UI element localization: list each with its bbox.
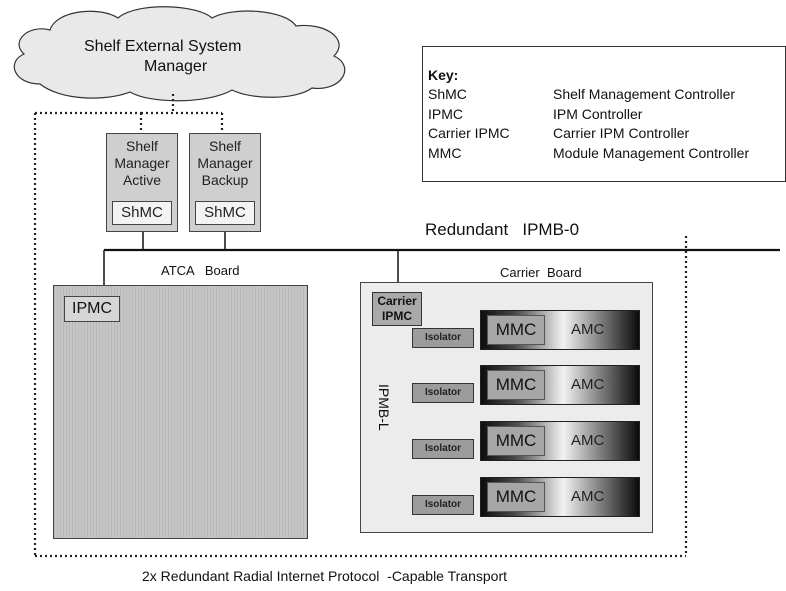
key-desc: Carrier IPM Controller [553,125,690,141]
ipmbl-label: IPMB-L [376,384,392,431]
shelf-manager-backup: Shelf Manager Backup ShMC [189,133,261,232]
amc-label: AMC [571,488,605,505]
amc-label: AMC [571,432,605,449]
amc-module: MMC AMC [480,421,640,461]
ipmc-box: IPMC [64,296,120,322]
isolator-box: Isolator [412,383,474,403]
carrier-ipmc-line2: IPMC [382,309,412,323]
shelf-manager-line2: Manager [114,155,170,171]
shelf-manager-line2: Manager [197,155,253,171]
amc-module: MMC AMC [480,310,640,350]
cloud-label-line1: Shelf External System [84,38,242,55]
amc-module: MMC AMC [480,477,640,517]
mmc-box: MMC [487,482,545,512]
cloud-shape [13,6,346,102]
amc-label: AMC [571,321,605,338]
cloud-label-line2: Manager [144,58,208,75]
key-abbr: Carrier IPMC [428,125,510,141]
ipmb0-label: Redundant IPMB-0 [425,220,580,239]
isolator-box: Isolator [412,328,474,348]
carrier-ipmc-box: Carrier IPMC [372,292,422,326]
key-title: Key: [428,67,459,83]
isolator-box: Isolator [412,439,474,459]
shmc-box: ShMC [112,201,172,225]
transport-label: 2x Redundant Radial Internet Protocol -C… [142,568,507,584]
mmc-box: MMC [487,315,545,345]
mmc-box: MMC [487,370,545,400]
shelf-manager-active: Shelf Manager Active ShMC [106,133,178,232]
shmc-box: ShMC [195,201,255,225]
shelf-manager-line1: Shelf [126,138,158,154]
carrier-ipmc-line1: Carrier [377,294,417,308]
atca-board: IPMC [53,285,308,539]
amc-module: MMC AMC [480,365,640,405]
atca-board-label: ATCA Board [161,263,240,278]
shelf-manager-line3: Active [122,172,162,188]
amc-label: AMC [571,376,605,393]
key-abbr: IPMC [428,106,463,122]
key-abbr: ShMC [428,86,467,102]
carrier-board-label: Carrier Board [500,265,582,280]
key-desc: Module Management Controller [553,145,750,161]
shelf-manager-line3: Backup [201,172,249,188]
key-desc: Shelf Management Controller [553,86,736,102]
isolator-box: Isolator [412,495,474,515]
key-desc: IPM Controller [553,106,643,122]
key-abbr: MMC [428,145,462,161]
shelf-manager-line1: Shelf [209,138,241,154]
mmc-box: MMC [487,426,545,456]
key-legend: Key: ShMC Shelf Management Controller IP… [422,46,786,182]
